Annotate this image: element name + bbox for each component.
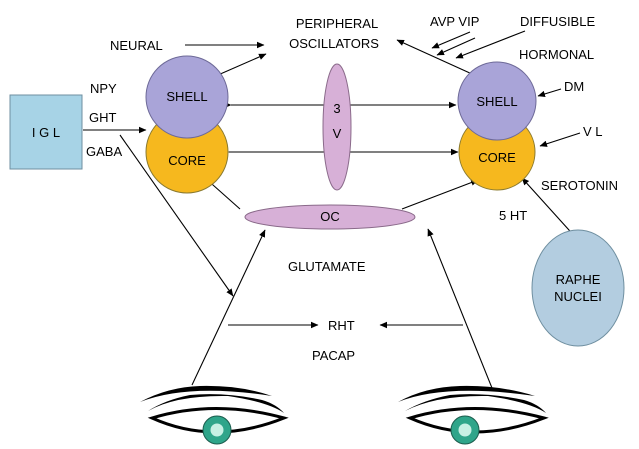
shell-right-label: SHELL bbox=[476, 94, 517, 109]
raphe-shape bbox=[532, 230, 624, 346]
right-eye-icon bbox=[398, 386, 546, 444]
left-scn: SHELL CORE bbox=[146, 56, 228, 193]
third-ventricle-label-v: V bbox=[333, 126, 342, 141]
pacap-label: PACAP bbox=[312, 348, 355, 363]
third-ventricle-label-3: 3 bbox=[333, 101, 340, 116]
core-right-label: CORE bbox=[478, 150, 516, 165]
dm-arrow bbox=[538, 89, 561, 96]
vl-label: V L bbox=[583, 124, 603, 139]
igl-label: I G L bbox=[32, 125, 60, 140]
oc-node: OC bbox=[245, 205, 415, 229]
avp-vip-arrow-1 bbox=[432, 32, 470, 48]
raphe-node: RAPHE NUCLEI bbox=[532, 230, 624, 346]
diffusible-arrow bbox=[456, 31, 525, 58]
hormonal-label: HORMONAL bbox=[519, 47, 594, 62]
core-left-label: CORE bbox=[168, 153, 206, 168]
raphe-label-line2: NUCLEI bbox=[554, 289, 602, 304]
ght-label: GHT bbox=[89, 110, 117, 125]
five-ht-label: 5 HT bbox=[499, 208, 527, 223]
rht-label: RHT bbox=[328, 318, 355, 333]
raphe-label-line1: RAPHE bbox=[556, 272, 601, 287]
oc-label: OC bbox=[320, 209, 340, 224]
oscillators-label: OSCILLATORS bbox=[289, 36, 379, 51]
serotonin-label: SEROTONIN bbox=[541, 178, 618, 193]
dm-label: DM bbox=[564, 79, 584, 94]
third-ventricle-node: 3 V bbox=[323, 64, 351, 190]
shell-left-label: SHELL bbox=[166, 89, 207, 104]
igl-node: I G L bbox=[10, 95, 82, 169]
vl-arrow bbox=[540, 133, 580, 146]
left-eye-icon bbox=[140, 386, 284, 444]
oc-to-core-right-arrow bbox=[402, 180, 478, 209]
avp-vip-label: AVP VIP bbox=[430, 14, 479, 29]
peripheral-label: PERIPHERAL bbox=[296, 16, 378, 31]
right-eye-optic-arrow bbox=[428, 229, 492, 388]
shell-right-to-peripheral-arrow bbox=[397, 40, 472, 74]
right-scn: SHELL CORE bbox=[458, 62, 536, 190]
npy-label: NPY bbox=[90, 81, 117, 96]
gaba-label: GABA bbox=[86, 144, 122, 159]
glutamate-label: GLUTAMATE bbox=[288, 259, 366, 274]
diffusible-label: DIFFUSIBLE bbox=[520, 14, 595, 29]
neural-label: NEURAL bbox=[110, 38, 163, 53]
